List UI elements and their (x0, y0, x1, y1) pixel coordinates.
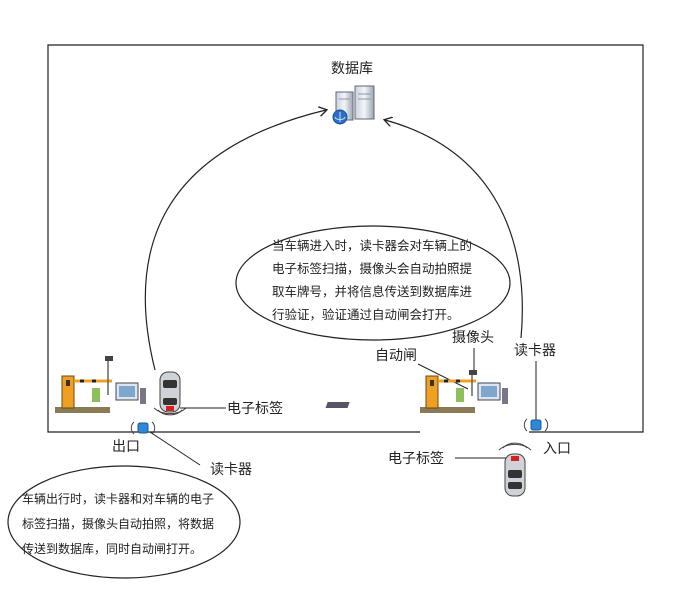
entrance-barrier-gate-icon (420, 375, 476, 413)
exit-note-line: 标签扫描，摄像头自动拍照，将数据 (22, 516, 214, 531)
entrance-camera-pole-icon (469, 370, 477, 396)
entrance-note-line: 行验证，验证通过自动闸会打开。 (272, 307, 460, 322)
entrance-gate-label: 自动闸 (375, 348, 417, 364)
entrance-note-line: 电子标签扫描，摄像头会自动拍照提 (272, 261, 473, 276)
database-server-icon (332, 85, 375, 125)
entrance-camera-label: 摄像头 (452, 330, 494, 346)
database-label: 数据库 (331, 61, 373, 77)
entrance-computer-monitor-icon (325, 382, 508, 408)
exit-tag-label: 电子标签 (227, 400, 283, 417)
entrance-gate-pointer (417, 363, 469, 390)
exit-to-database-arrow (144, 110, 326, 371)
entrance-car-icon (504, 453, 526, 497)
entrance-card-reader-icon (523, 418, 549, 432)
exit-note-line: 车辆出行时，读卡器和对车辆的电子 (22, 491, 214, 506)
entrance-to-database-arrow (385, 120, 523, 339)
exit-signal-wave-icon (153, 407, 187, 416)
exit-label: 出口 (112, 439, 140, 455)
exit-note-line: 传送到数据库，同时自动闸打开。 (22, 541, 202, 556)
exit-reader-label: 读卡器 (210, 461, 252, 478)
entrance-note-line: 当车辆进入时，读卡器会对车辆上的 (272, 238, 472, 253)
entrance-note: 当车辆进入时，读卡器会对车辆上的 电子标签扫描，摄像头会自动拍照提 取车牌号，并… (235, 225, 511, 341)
entrance-tag-label: 电子标签 (388, 450, 444, 467)
exit-note: 车辆出行时，读卡器和对车辆的电子 标签扫描，摄像头自动拍照，将数据 传送到数据库… (7, 465, 241, 579)
entrance-reader-label: 读卡器 (514, 342, 556, 359)
exit-barrier-gate-icon (55, 356, 113, 413)
premises-boundary (47, 44, 644, 433)
entrance-note-line: 取车牌号，并将信息传送到数据库进 (272, 284, 473, 299)
exit-car-icon (159, 371, 181, 413)
exit-reader-pointer (149, 431, 201, 466)
exit-computer-monitor-icon (115, 382, 146, 404)
entrance-label: 入口 (543, 441, 571, 457)
entrance-signal-wave-icon (498, 442, 532, 451)
